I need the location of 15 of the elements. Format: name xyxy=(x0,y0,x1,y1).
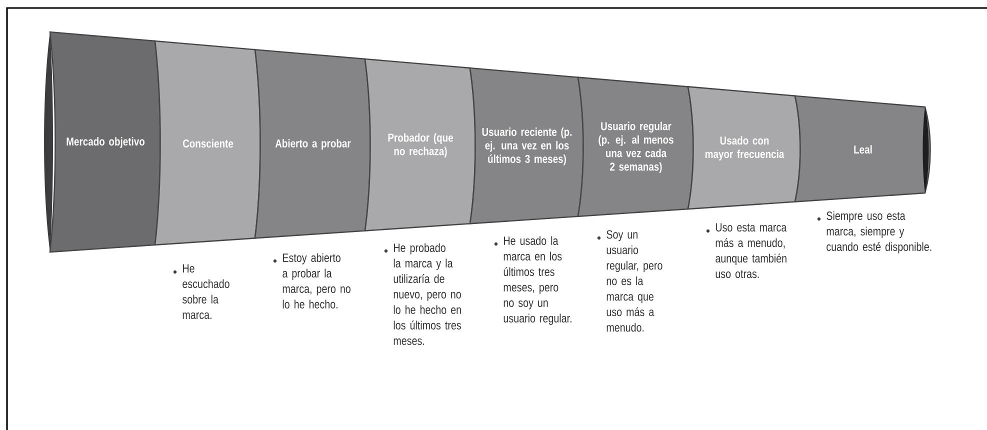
funnel-segment: Probador (que no rechaza) xyxy=(364,58,476,232)
funnel-segment: Mercado objetivo xyxy=(49,31,161,253)
bullet-text: Soy un usuario regular, pero no es la marca que uso más a menudo. xyxy=(597,230,662,332)
funnel-segment: Usuario regular (p. ej. al menos una vez cada 2 semanas) xyxy=(577,76,694,218)
bullet-text: Siempre uso esta marca, siempre y cuando esté disponible. xyxy=(817,211,932,254)
bullet-text: Uso esta marca más a menudo, aunque también uso otras. xyxy=(706,223,787,278)
funnel-segment: Usuario reciente (p. ej. una vez en los últimos 3 meses) xyxy=(469,67,584,224)
bullet-text: He usado la marca en los últimos tres meses, pero no soy un usuario regular. xyxy=(494,236,572,325)
funnel-segment: Usado con mayor frecuencia xyxy=(687,86,801,210)
bullet-text: Estoy abierto a probar la marca, pero no lo he hecho. xyxy=(273,253,350,308)
funnel-segment: Leal xyxy=(794,95,931,202)
bullet-text: He probado la marca y la utilizaría de nuevo, pero no lo he hecho en los últimos tres meses. xyxy=(384,243,461,345)
funnel-segment: Abierto a probar xyxy=(254,48,371,239)
funnel-segment: Consciente xyxy=(154,40,261,246)
bullet-text: He escuchado sobre la marca. xyxy=(173,264,230,320)
